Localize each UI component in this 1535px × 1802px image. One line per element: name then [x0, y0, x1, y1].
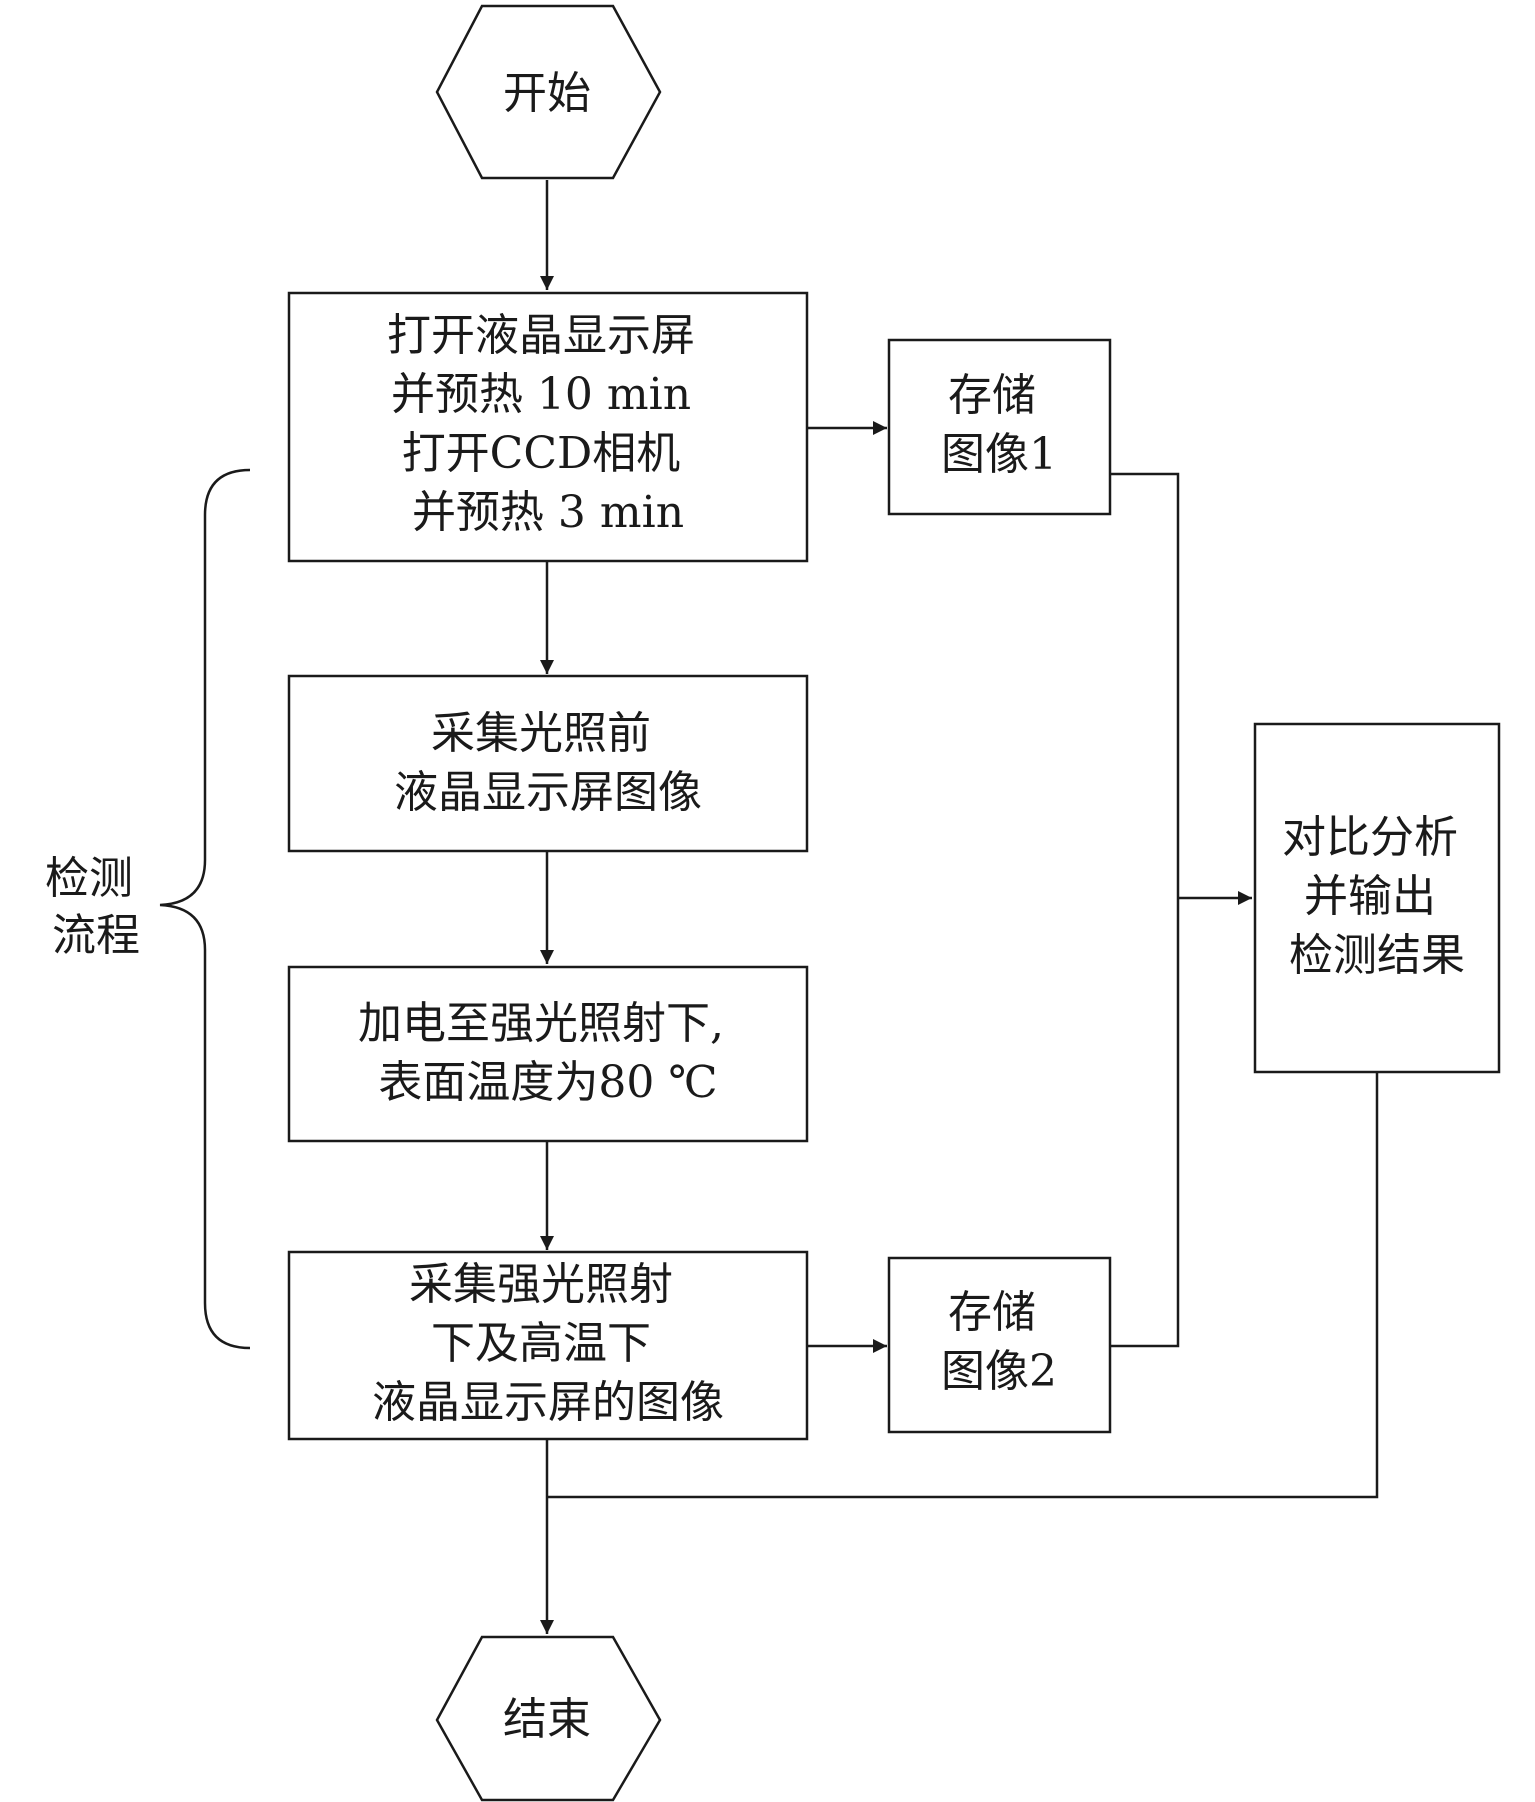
end-hexagon	[435, 1635, 662, 1802]
store2-text: 存储 图像2	[941, 1287, 1057, 1397]
start-node: 开始	[435, 4, 662, 180]
analyze-line-2: 并输出	[1304, 871, 1436, 922]
step2-line-1: 采集光照前	[431, 708, 651, 759]
step4-line-3: 液晶显示屏的图像	[372, 1377, 724, 1428]
store1-box	[887, 338, 1112, 516]
step1-node: 打开液晶显示屏 并预热 10 min 打开CCD相机 并预热 3 min	[287, 291, 809, 563]
analyze-box	[1253, 722, 1501, 1074]
end-node: 结束	[435, 1635, 662, 1802]
store2-box	[887, 1256, 1112, 1434]
step1-box	[287, 291, 809, 563]
step2-node: 采集光照前 液晶显示屏图像	[287, 674, 809, 853]
analyze-node: 对比分析 并输出 检测结果	[1253, 722, 1501, 1074]
store1-text: 存储 图像1	[941, 370, 1057, 480]
step4-text: 采集强光照射 下及高温下 液晶显示屏的图像	[372, 1259, 724, 1428]
process-brace	[159, 468, 251, 1350]
step3-line-2: 表面温度为80 ℃	[378, 1057, 717, 1108]
brace-label-line-1: 检测	[45, 853, 133, 904]
store2-node: 存储 图像2	[887, 1256, 1112, 1434]
brace-label: 检测 流程	[45, 853, 147, 961]
step1-line-3: 打开CCD相机	[402, 428, 681, 479]
store1-line-2: 图像1	[941, 429, 1057, 480]
start-label: 开始	[503, 68, 591, 119]
step4-line-1: 采集强光照射	[409, 1259, 673, 1310]
step2-text: 采集光照前 液晶显示屏图像	[394, 708, 702, 818]
analyze-text: 对比分析 并输出 检测结果	[1282, 812, 1472, 981]
step3-node: 加电至强光照射下, 表面温度为80 ℃	[287, 965, 809, 1143]
step1-line-1: 打开液晶显示屏	[387, 310, 695, 361]
step1-line-4: 并预热 3 min	[412, 487, 684, 538]
step2-box	[287, 674, 809, 853]
start-hexagon	[435, 4, 662, 180]
analyze-line-1: 对比分析	[1282, 812, 1458, 863]
line-analyze-to-end	[547, 1073, 1379, 1499]
step3-text: 加电至强光照射下, 表面温度为80 ℃	[358, 998, 738, 1108]
store2-line-2: 图像2	[941, 1346, 1057, 1397]
step4-box	[287, 1250, 809, 1441]
connectors	[540, 180, 1379, 1634]
step1-line-2: 并预热 10 min	[391, 369, 691, 420]
step3-box	[287, 965, 809, 1143]
step3-line-1: 加电至强光照射下,	[358, 998, 724, 1049]
brace-label-line-2: 流程	[52, 910, 140, 961]
end-label: 结束	[503, 1694, 591, 1745]
line-store1-to-junction	[1111, 472, 1180, 1348]
store2-line-1: 存储	[948, 1287, 1036, 1338]
store1-node: 存储 图像1	[887, 338, 1112, 516]
store1-line-1: 存储	[948, 370, 1036, 421]
analyze-line-3: 检测结果	[1289, 930, 1465, 981]
step2-line-2: 液晶显示屏图像	[394, 767, 702, 818]
step4-node: 采集强光照射 下及高温下 液晶显示屏的图像	[287, 1250, 809, 1441]
step4-line-2: 下及高温下	[431, 1318, 651, 1369]
step1-text: 打开液晶显示屏 并预热 10 min 打开CCD相机 并预热 3 min	[387, 310, 709, 538]
